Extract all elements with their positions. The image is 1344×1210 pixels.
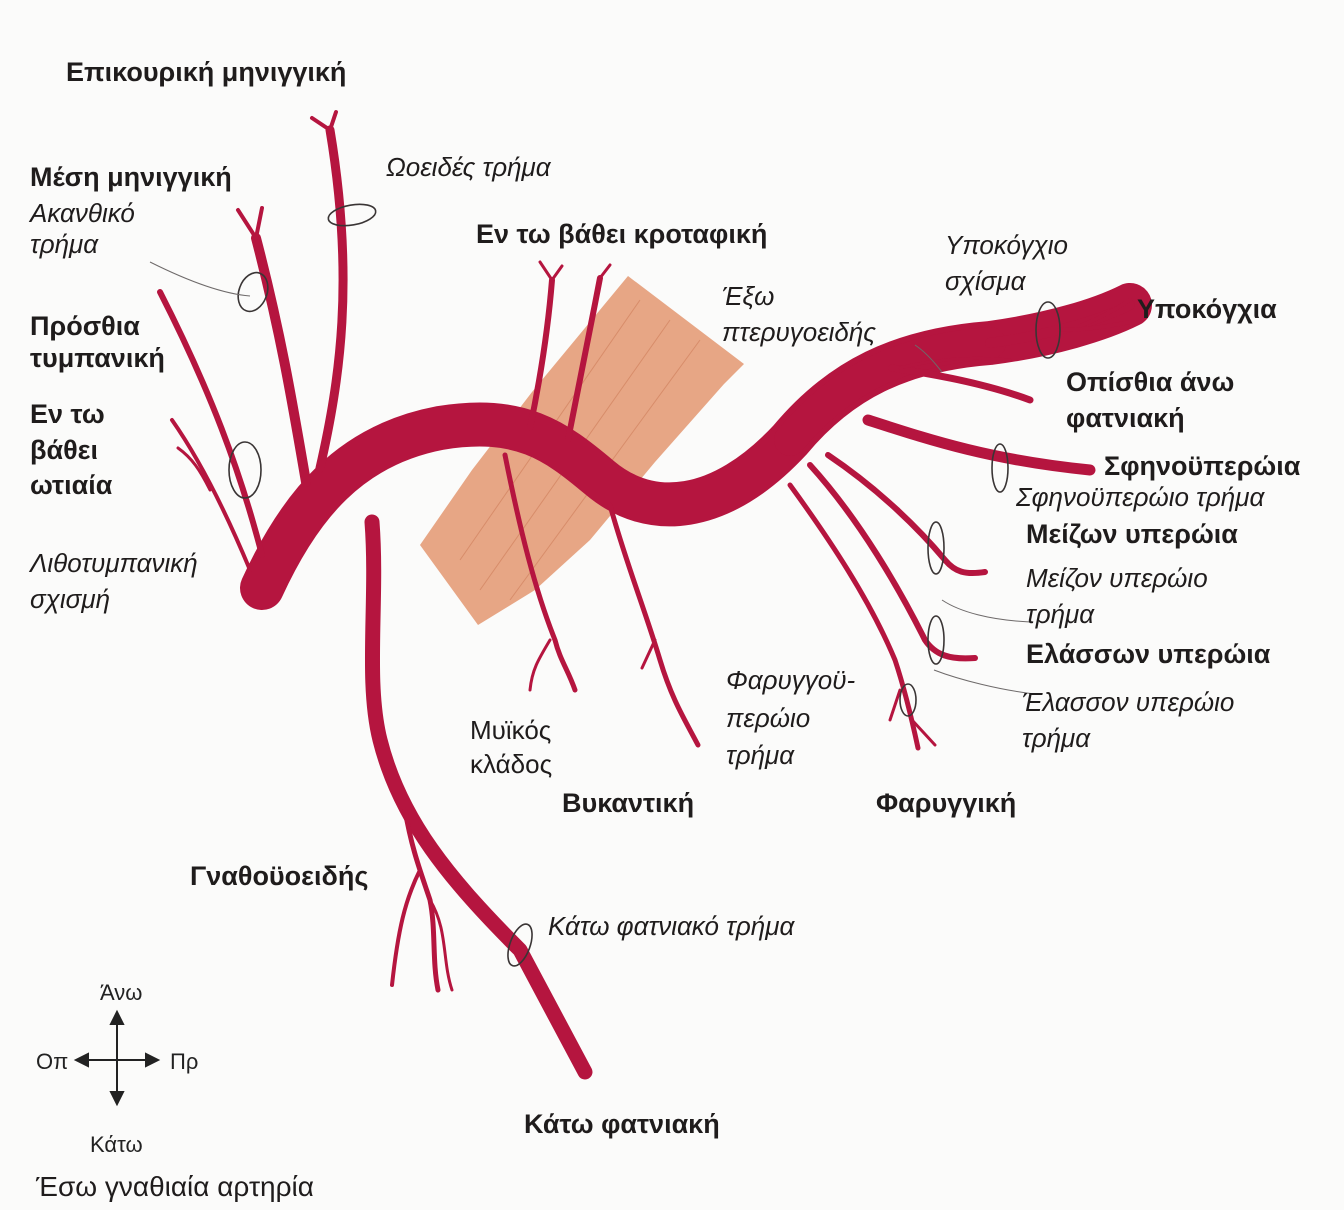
label-muscular-branch: Μυϊκός κλάδος [470,714,552,782]
buccal-branch [610,505,698,745]
compass-down: Κάτω [90,1132,143,1158]
diagram-caption: Έσω γναθιαία αρτηρία [36,1170,314,1204]
label-line: Λιθοτυμπανική [30,545,198,581]
label-line: Εν τω [30,397,112,433]
label-foramen-spinosum: Ακανθικό τρήμα [30,198,135,260]
label-line: Έλασσον υπερώιο [1022,684,1234,720]
label-line: βάθει [30,433,112,469]
label-line: τυμπανική [30,342,165,374]
label-posterior-superior-alveolar: Οπίσθια άνω φατνιακή [1066,364,1234,437]
label-sphenopalatine: Σφηνοϋπερώια [1104,450,1300,482]
label-line: Μυϊκός [470,714,552,748]
label-line: πτερυγοειδής [722,314,876,350]
compass-arrows [70,1000,170,1110]
label-line: σχισμή [30,581,198,617]
label-accessory-meningeal: Επικουρική μηνιγγική [66,56,346,88]
label-lateral-pterygoid: Έξω πτερυγοειδής [722,278,876,351]
label-inferior-alveolar: Κάτω φατνιακή [524,1108,720,1140]
label-lesser-palatine-foramen: Έλασσον υπερώιο τρήμα [1022,684,1234,757]
label-line: τρήμα [30,229,135,260]
label-line: Ακανθικό [30,198,135,229]
label-infraorbital: Υποκόγχια [1137,293,1277,325]
label-line: τρήμα [1022,720,1234,756]
compass-front: Πρ [170,1049,198,1075]
compass-up: Άνω [100,980,142,1006]
label-buccal: Βυκαντική [562,787,694,819]
label-anterior-tympanic: Πρόσθια τυμπανική [30,310,165,375]
label-line: φατνιακή [1066,400,1234,436]
label-middle-meningeal: Μέση μηνιγγική [30,161,232,193]
label-line: κλάδος [470,748,552,782]
label-pharyngeal: Φαρυγγική [876,787,1016,819]
compass-back: Οπ [36,1049,68,1075]
label-pharyngopalatine-foramen: Φαρυγγοϋ- περώιο τρήμα [726,662,855,775]
label-greater-palatine-foramen: Μείζον υπερώιο τρήμα [1026,560,1208,633]
label-deep-temporal: Εν τω βάθει κροταφική [476,218,767,250]
label-line: Πρόσθια [30,310,165,342]
label-sphenopalatine-foramen: Σφηνοϋπερώιο τρήμα [1016,482,1264,513]
label-mylohyoid: Γναθοϋοειδής [190,860,368,892]
label-line: Υποκόγχιο [945,227,1068,263]
label-line: Έξω [722,278,876,314]
label-line: τρήμα [726,737,855,775]
label-infraorbital-fissure: Υποκόγχιο σχίσμα [945,227,1068,300]
label-line: ωτιαία [30,468,112,504]
label-mandibular-foramen: Κάτω φατνιακό τρήμα [548,911,794,942]
label-lesser-palatine: Ελάσσων υπερώια [1026,638,1270,670]
label-petrotympanic-fissure: Λιθοτυμπανική σχισμή [30,545,198,618]
posterior-superior-alveolar-branch [892,368,1030,400]
sphenopalatine-branch [868,420,1090,470]
label-line: περώιο [726,700,855,738]
label-deep-auricular: Εν τω βάθει ωτιαία [30,397,112,504]
label-line: Οπίσθια άνω [1066,364,1234,400]
label-line: σχίσμα [945,263,1068,299]
label-greater-palatine: Μείζων υπερώια [1026,518,1238,550]
label-foramen-ovale: Ωοειδές τρήμα [386,152,551,183]
label-line: Φαρυγγοϋ- [726,662,855,700]
label-line: τρήμα [1026,596,1208,632]
label-line: Μείζον υπερώιο [1026,560,1208,596]
accessory-meningeal-branch [320,130,343,468]
